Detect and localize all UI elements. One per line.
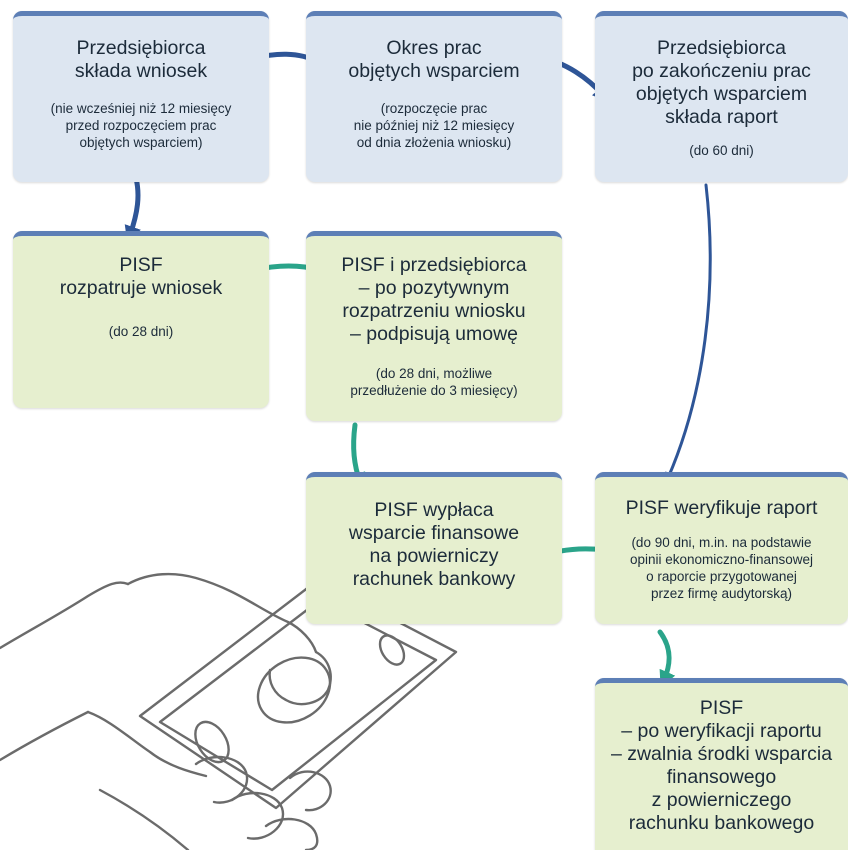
step-review-title: PISF rozpatruje wniosek bbox=[59, 254, 223, 299]
arrow-weryfikuje-to-zwalnia bbox=[657, 629, 676, 688]
step-work-period-title: Okres prac objętych wsparciem bbox=[348, 37, 520, 82]
step-payout-box: PISF wypłaca wsparcie finansowe na powie… bbox=[306, 472, 562, 624]
step-verification-note: (do 90 dni, m.in. na podstawie opinii ek… bbox=[629, 535, 814, 601]
step-agreement-box: PISF i przedsiębiorca – po pozytywnym ro… bbox=[306, 231, 562, 421]
step-verification-title: PISF weryfikuje raport bbox=[625, 497, 818, 519]
step-application-note: (nie wcześniej niż 12 miesięcy przed roz… bbox=[50, 101, 232, 150]
step-release-box: PISF – po weryfikacji raportu – zwalnia … bbox=[595, 678, 848, 850]
step-review-note: (do 28 dni) bbox=[108, 324, 174, 339]
step-verification-box: PISF weryfikuje raport (do 90 dni, m.in.… bbox=[595, 472, 848, 624]
step-application-box: Przedsiębiorca składa wniosek (nie wcześ… bbox=[13, 11, 269, 182]
arrow-wniosek-to-rozpatruje bbox=[124, 175, 141, 244]
arrow-raport-to-weryfikuje bbox=[665, 183, 712, 483]
step-work-period-box: Okres prac objętych wsparciem (rozpoczęc… bbox=[306, 11, 562, 182]
step-agreement-note: (do 28 dni, możliwe przedłużenie do 3 mi… bbox=[350, 366, 518, 398]
step-review-box: PISF rozpatruje wniosek (do 28 dni) bbox=[13, 231, 269, 408]
step-work-period-note: (rozpoczęcie prac nie później niż 12 mie… bbox=[353, 101, 515, 150]
step-report-box: Przedsiębiorca po zakończeniu prac objęt… bbox=[595, 11, 848, 182]
step-agreement-title: PISF i przedsiębiorca – po pozytywnym ro… bbox=[341, 254, 527, 345]
step-application-title: Przedsiębiorca składa wniosek bbox=[74, 37, 208, 82]
step-report-note: (do 60 dni) bbox=[689, 143, 754, 158]
step-release-title: PISF – po weryfikacji raportu – zwalnia … bbox=[610, 697, 833, 834]
step-report-title: Przedsiębiorca po zakończeniu prac objęt… bbox=[632, 37, 811, 128]
step-payout-title: PISF wypłaca wsparcie finansowe na powie… bbox=[348, 499, 520, 590]
